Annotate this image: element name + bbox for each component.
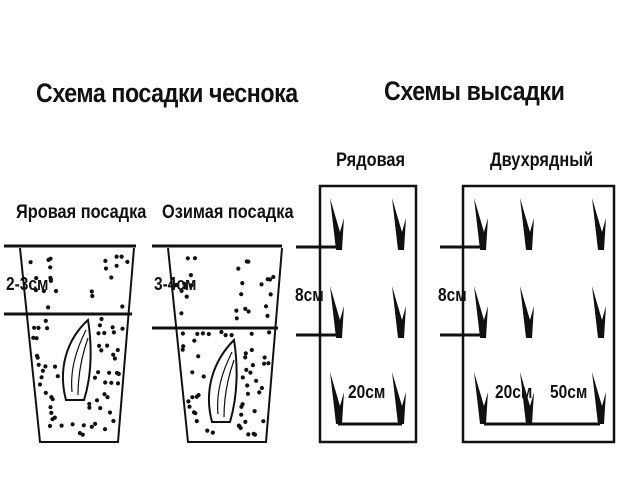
double-plant-4 [474, 286, 488, 338]
plant-marks [330, 198, 606, 424]
soil-dots [28, 254, 276, 437]
double-outer-label: 50см [550, 382, 588, 402]
double-plant-2 [520, 198, 534, 250]
double-plant-5 [520, 286, 534, 338]
spring-planting-label: Яровая посадка [16, 202, 147, 223]
row-scheme-frame [318, 184, 418, 444]
winter-planting-label: Озимая посадка [162, 202, 294, 223]
double-plant-9 [592, 372, 606, 424]
row-spacing-label: 8см [295, 285, 324, 305]
row-plant-5 [330, 372, 344, 424]
winter-pot [167, 247, 283, 443]
row-plant-2 [392, 198, 406, 250]
double-spacing-label: 8см [438, 285, 467, 305]
double-scheme-frame [461, 184, 616, 444]
row-width-label: 20см [348, 382, 386, 402]
left-title: Схема посадки чеснока [36, 78, 298, 108]
row-scheme-label: Рядовая [336, 150, 406, 171]
row-plant-3 [330, 286, 344, 338]
double-row-scheme-label: Двухрядный [490, 150, 594, 171]
double-plant-8 [520, 372, 534, 424]
winter-clove-icon [208, 337, 238, 423]
right-title: Схемы высадки [384, 76, 565, 106]
double-plant-6 [592, 286, 606, 338]
spring-clove-icon [62, 318, 92, 401]
spring-pot [19, 247, 135, 443]
row-plant-4 [392, 286, 406, 338]
double-plant-3 [592, 198, 606, 250]
row-plant-6 [392, 372, 406, 424]
row-plant-1 [330, 198, 344, 250]
double-plant-7 [474, 372, 488, 424]
double-plant-1 [474, 198, 488, 250]
